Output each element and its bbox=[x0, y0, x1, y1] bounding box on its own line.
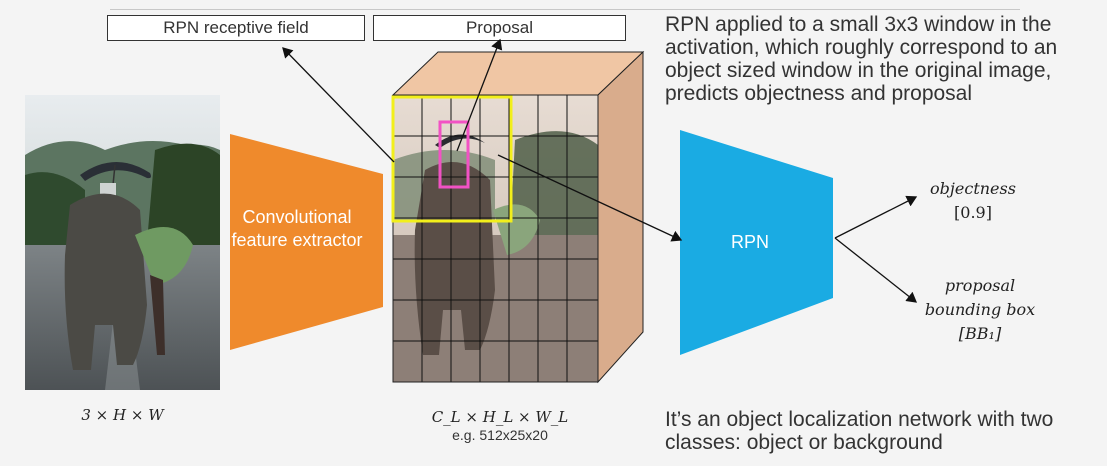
feature-dimensions: C_L × H_L × W_L bbox=[431, 408, 569, 426]
arrow-to-rpn bbox=[497, 154, 683, 242]
arrow-to-receptive-field bbox=[282, 47, 395, 163]
feature-map-cube bbox=[385, 50, 645, 390]
feature-example-dimensions: e.g. 512x25x20 bbox=[452, 427, 548, 443]
feature-extractor-label: Convolutional feature extractor bbox=[231, 207, 363, 250]
rpn-classes-description: It’s an object localization network with… bbox=[665, 408, 1054, 454]
objectness-value: [0.9] bbox=[954, 203, 992, 222]
rpn-receptive-field-label: RPN receptive field bbox=[107, 15, 365, 41]
rpn-description: RPN applied to a small 3x3 window in the… bbox=[665, 13, 1058, 105]
top-divider bbox=[110, 9, 1020, 10]
proposal-output-value: [BB₁] bbox=[958, 324, 1002, 343]
input-image bbox=[25, 95, 220, 390]
proposal-output-label: proposal bbox=[944, 276, 1016, 295]
arrow-to-objectness bbox=[834, 195, 918, 239]
rpn-label: RPN bbox=[730, 232, 769, 252]
rpn-block bbox=[680, 130, 835, 360]
objectness-label: objectness bbox=[930, 179, 1016, 198]
arrow-to-proposal bbox=[456, 38, 503, 152]
bounding-box-output-label: bounding box bbox=[924, 300, 1036, 319]
arrow-to-proposal-bbox bbox=[834, 237, 918, 303]
input-dimensions: 3 × H × W bbox=[81, 406, 164, 424]
feature-extractor bbox=[230, 134, 385, 350]
